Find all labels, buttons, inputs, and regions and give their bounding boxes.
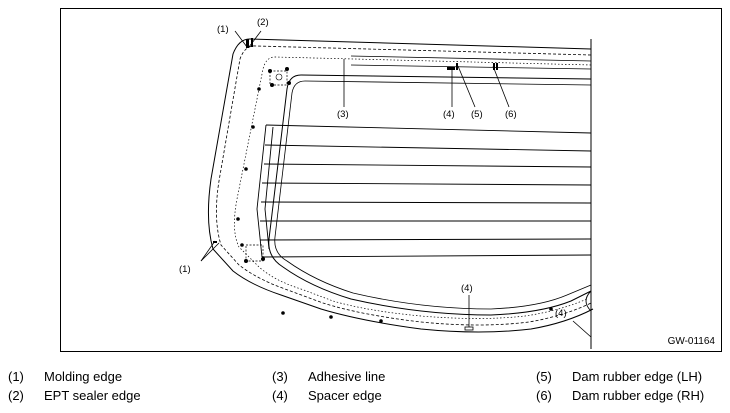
callout-4-right: (4) <box>555 308 567 319</box>
molding-edge-outline <box>207 38 594 333</box>
legend-num: (5) <box>536 369 552 384</box>
legend-label: Dam rubber edge (RH) <box>572 388 705 403</box>
callout-4-bottom: (4) <box>461 283 473 294</box>
callout-3: (3) <box>337 109 349 120</box>
legend-num: (2) <box>8 388 24 403</box>
legend-num: (1) <box>8 369 24 384</box>
callout-4-top: (4) <box>443 109 455 120</box>
legend-label: Spacer edge <box>308 388 382 403</box>
glass-panel <box>268 74 592 316</box>
figure-id-label: GW-01164 <box>667 336 715 347</box>
defroster-lines <box>256 124 592 258</box>
legend-label: Molding edge <box>44 369 123 384</box>
callout-1-left: (1) <box>179 264 191 275</box>
legend-num: (6) <box>536 388 552 403</box>
legend: (1) Molding edge (2) EPT sealer edge (3)… <box>0 366 730 410</box>
legend-label: Dam rubber edge (LH) <box>572 369 703 384</box>
clip-markers <box>236 67 553 323</box>
diagram-figure: (1) (2) (3) (4) (5) (6) (1) (4) (4) GW-0… <box>60 8 722 352</box>
legend-num: (4) <box>272 388 288 403</box>
legend-label: EPT sealer edge <box>44 388 141 403</box>
callout-1-top: (1) <box>217 24 229 35</box>
callout-5: (5) <box>471 109 483 120</box>
legend-num: (3) <box>272 369 288 384</box>
rear-window-drawing <box>200 30 594 349</box>
ept-sealer-outline <box>216 45 592 326</box>
legend-label: Adhesive line <box>308 369 386 384</box>
adhesive-line <box>234 56 592 319</box>
callout-2: (2) <box>257 17 269 28</box>
callout-6: (6) <box>505 109 517 120</box>
